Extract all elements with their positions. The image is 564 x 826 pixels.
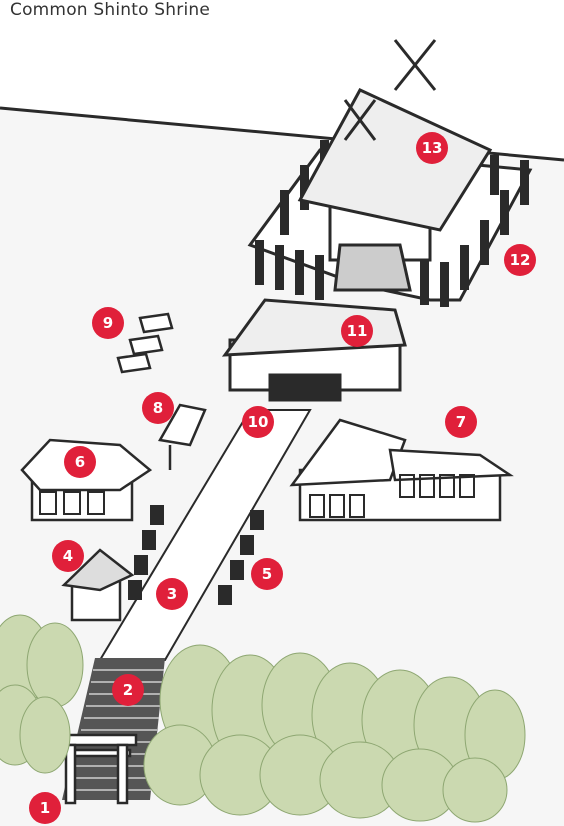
marker-badge [445,406,477,438]
marker-label: 4 [63,547,73,565]
marker-badge [92,307,124,339]
marker-5: 5 [251,558,283,590]
notice-board [158,403,207,470]
marker-2: 2 [112,674,144,706]
marker-label: 8 [153,399,163,417]
marker-3: 3 [156,578,188,610]
marker-label: 7 [456,413,466,431]
marker-badge [112,674,144,706]
sando-approach-path [98,409,312,661]
marker-label: 9 [103,314,113,332]
marker-badge [416,132,448,164]
marker-label: 1 [40,799,50,817]
stone-lanterns-right [218,510,264,605]
marker-label: 11 [347,322,368,340]
marker-6: 6 [64,446,96,478]
marker-label: 13 [422,139,443,157]
kagura-hall [289,418,514,522]
torii-gate [54,733,138,805]
purification-pavilion [61,548,135,622]
marker-4: 4 [52,540,84,572]
main-sanctuary [297,39,493,292]
stepping-stones [116,312,174,374]
marker-11: 11 [341,315,373,347]
marker-badge [504,244,536,276]
marker-badge [341,315,373,347]
marker-10: 10 [242,406,274,438]
marker-label: 3 [167,585,177,603]
marker-badge [242,406,274,438]
marker-label: 6 [75,453,85,471]
marker-9: 9 [92,307,124,339]
marker-label: 2 [123,681,133,699]
marker-badge [156,578,188,610]
marker-8: 8 [142,392,174,424]
marker-badge [142,392,174,424]
marker-badge [251,558,283,590]
marker-badge [52,540,84,572]
diagram-title: Common Shinto Shrine [10,0,211,20]
marker-badge [64,446,96,478]
marker-12: 12 [504,244,536,276]
marker-label: 12 [510,251,531,269]
marker-13: 13 [416,132,448,164]
marker-label: 5 [262,565,272,583]
marker-badge [29,792,61,824]
marker-label: 10 [248,413,269,431]
stone-lanterns-left [128,505,164,600]
marker-7: 7 [445,406,477,438]
forest [0,614,526,823]
marker-1: 1 [29,792,61,824]
